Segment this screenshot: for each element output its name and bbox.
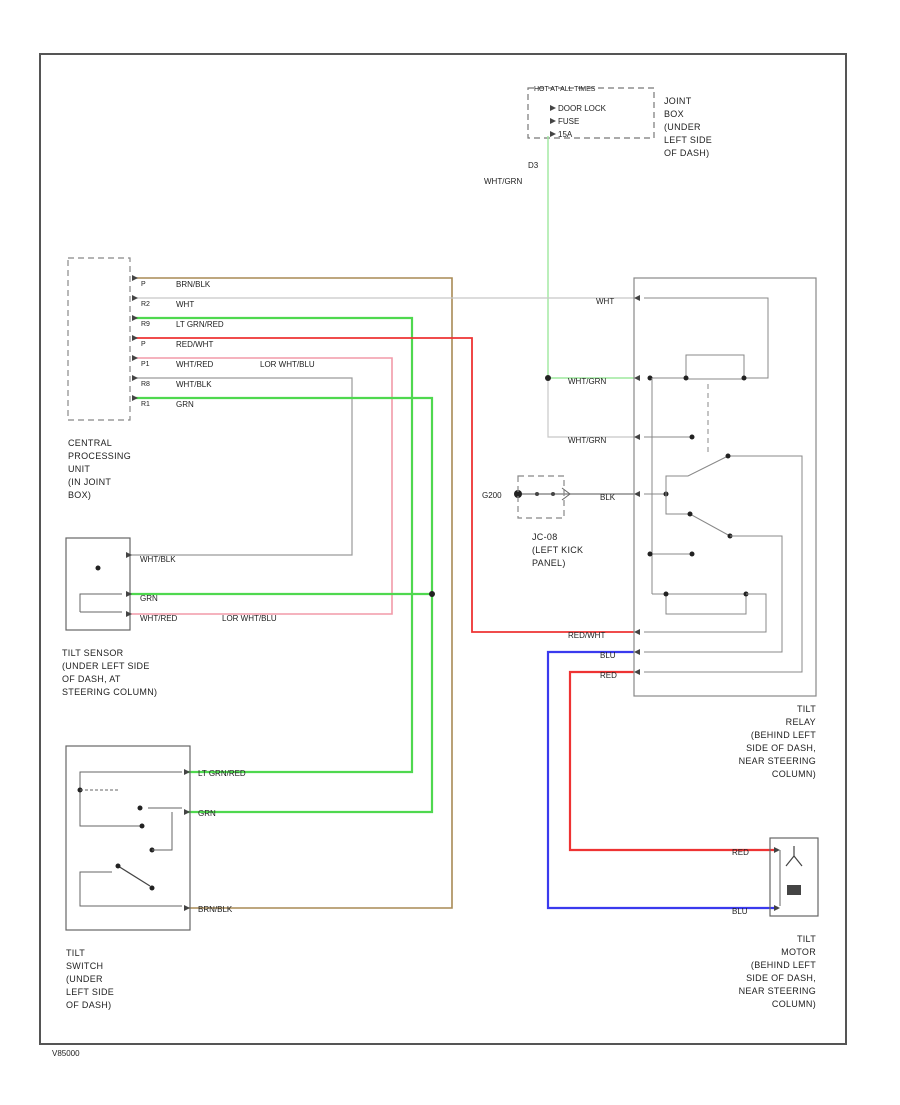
wire-blu-motor [546, 650, 778, 910]
switch-wire-1: LT GRN/RED [198, 769, 246, 778]
cpu-pin-2: R2 [141, 301, 150, 308]
sensor-caption-4: STEERING COLUMN) [62, 687, 157, 697]
wire-fuse-feed [547, 136, 634, 379]
motor-caption-3: (BEHIND LEFT [751, 960, 816, 970]
cpu-wire-3: LT GRN/RED [176, 320, 224, 329]
jc-caption-2: (LEFT KICK [532, 545, 583, 555]
sensor-caption-2: (UNDER LEFT SIDE [62, 661, 150, 671]
cpu-caption-4: (IN JOINT [68, 477, 111, 487]
tilt-motor [769, 837, 819, 917]
wire-brn-blk [132, 277, 453, 909]
motor-caption-5: NEAR STEERING [739, 986, 816, 996]
fuse-wire-color: WHT/GRN [484, 177, 522, 186]
motor-symbol [787, 885, 801, 895]
cpu-pin-3: R9 [141, 321, 150, 328]
wire-red-wht [132, 337, 634, 633]
fuse-box: HOT AT ALL TIMES DOOR LOCK FUSE 15A JOIN… [527, 86, 712, 158]
relay-wire-6: BLU [600, 651, 616, 660]
cpu-caption-1: CENTRAL [68, 438, 112, 448]
cpu-caption-2: PROCESSING [68, 451, 131, 461]
relay-caption-3: (BEHIND LEFT [751, 730, 816, 740]
jc-08 [517, 475, 571, 519]
fuse-box-header: HOT AT ALL TIMES [534, 86, 596, 93]
jc-caption-3: PANEL) [532, 558, 566, 568]
sensor-inline-label: LOR WHT/BLU [222, 614, 277, 623]
motor-wire-2: BLU [732, 907, 748, 916]
cpu-pin-4: P [141, 341, 146, 348]
cpu-wire-4: RED/WHT [176, 340, 213, 349]
motor-caption-4: SIDE OF DASH, [746, 973, 816, 983]
switch-wire-3: BRN/BLK [198, 905, 233, 914]
fuse-box-caption-4: LEFT SIDE [664, 135, 712, 145]
wire-fuse-branch [547, 378, 634, 438]
switch-caption-4: LEFT SIDE [66, 987, 114, 997]
fuse-box-line-2: FUSE [558, 117, 579, 126]
motor-caption-1: TILT [797, 934, 816, 944]
relay-caption-1: TILT [797, 704, 816, 714]
relay-wire-3: WHT/GRN [568, 436, 606, 445]
cpu-connector [67, 257, 138, 421]
sensor-wire-3: WHT/RED [140, 614, 178, 623]
relay-caption-5: NEAR STEERING [739, 756, 816, 766]
motor-caption-6: COLUMN) [772, 999, 816, 1009]
cpu-wire-5: WHT/RED [176, 360, 214, 369]
switch-wire-2: GRN [198, 809, 216, 818]
wire-wht-red [130, 357, 393, 615]
wire-wht-blk [130, 377, 353, 556]
cpu-caption-5: BOX) [68, 490, 91, 500]
fuse-box-caption-2: BOX [664, 109, 684, 119]
sensor-caption-3: OF DASH, AT [62, 674, 121, 684]
switch-caption-2: SWITCH [66, 961, 103, 971]
relay-wire-1: WHT [596, 297, 614, 306]
sensor-caption-1: TILT SENSOR [62, 648, 124, 658]
relay-caption-2: RELAY [786, 717, 816, 727]
diagram-code: V85000 [52, 1049, 80, 1058]
fuse-box-caption-5: OF DASH) [664, 148, 709, 158]
tilt-sensor [65, 537, 132, 631]
diagram-frame [39, 53, 847, 1045]
cpu-pin-7: R1 [141, 401, 150, 408]
relay-wire-7: RED [600, 671, 617, 680]
cpu-wire-7: GRN [176, 400, 194, 409]
relay-wire-2: WHT/GRN [568, 377, 606, 386]
fuse-box-caption-1: JOINT [664, 96, 692, 106]
sensor-wire-2: GRN [140, 594, 158, 603]
tilt-relay [633, 277, 817, 697]
switch-caption-5: OF DASH) [66, 1000, 111, 1010]
relay-caption-4: SIDE OF DASH, [746, 743, 816, 753]
relay-wire-4: BLK [600, 493, 616, 502]
cpu-pin-1: P [141, 281, 146, 288]
fuse-box-line-1: DOOR LOCK [558, 104, 607, 113]
motor-caption-2: MOTOR [781, 947, 816, 957]
fuse-box-caption-3: (UNDER [664, 122, 701, 132]
cpu-wire-6: WHT/BLK [176, 380, 212, 389]
cpu-pin-5: P1 [141, 361, 150, 368]
wire-lt-grn-red [132, 316, 414, 774]
cpu-inline-label: LOR WHT/BLU [260, 360, 315, 369]
sensor-wire-1: WHT/BLK [140, 555, 176, 564]
wire-grn [132, 396, 434, 814]
fuse-wire-pin: D3 [528, 161, 539, 170]
switch-caption-3: (UNDER [66, 974, 103, 984]
cpu-wire-2: WHT [176, 300, 194, 309]
jc-left-label: G200 [482, 491, 502, 500]
fuse-box-line-3: 15A [558, 130, 573, 139]
relay-caption-6: COLUMN) [772, 769, 816, 779]
cpu-pin-6: R8 [141, 381, 150, 388]
jc-caption-1: JC-08 [532, 532, 558, 542]
tilt-switch [65, 745, 191, 931]
wire-red-motor [568, 670, 778, 852]
motor-wire-1: RED [732, 848, 749, 857]
cpu-caption-3: UNIT [68, 464, 90, 474]
cpu-wire-1: BRN/BLK [176, 280, 211, 289]
switch-caption-1: TILT [66, 948, 85, 958]
relay-wire-5: RED/WHT [568, 631, 605, 640]
